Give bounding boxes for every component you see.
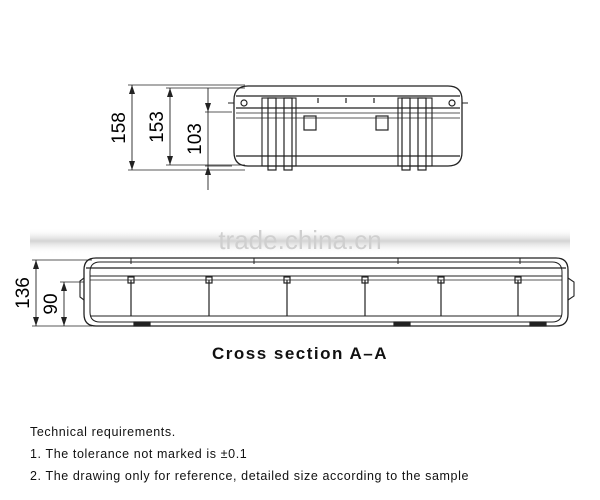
dimension-103	[205, 88, 211, 190]
top-view	[128, 84, 468, 190]
section-caption: Cross section A–A	[211, 344, 389, 363]
dim-label-136: 136	[13, 277, 34, 309]
section-view	[32, 257, 575, 327]
dim-label-158: 158	[109, 112, 130, 144]
technical-notes: Technical requirements. 1. The tolerance…	[30, 421, 469, 487]
case-body-top-view	[228, 85, 468, 171]
dimension-158	[129, 85, 135, 170]
dim-label-153: 153	[147, 111, 168, 143]
dimension-136	[33, 260, 39, 326]
dimension-90	[61, 282, 67, 326]
dim-label-90: 90	[41, 293, 62, 314]
dim-label-103: 103	[185, 123, 206, 155]
watermark-text: trade.china.cn	[218, 225, 381, 255]
watermark: trade.china.cn	[30, 225, 570, 255]
dimension-153	[167, 88, 173, 165]
note-item-2: 2. The drawing only for reference, detai…	[30, 469, 470, 483]
note-item-1: 1. The tolerance not marked is ±0.1	[30, 447, 248, 461]
notes-heading: Technical requirements.	[30, 425, 176, 439]
case-body-section	[79, 257, 575, 327]
